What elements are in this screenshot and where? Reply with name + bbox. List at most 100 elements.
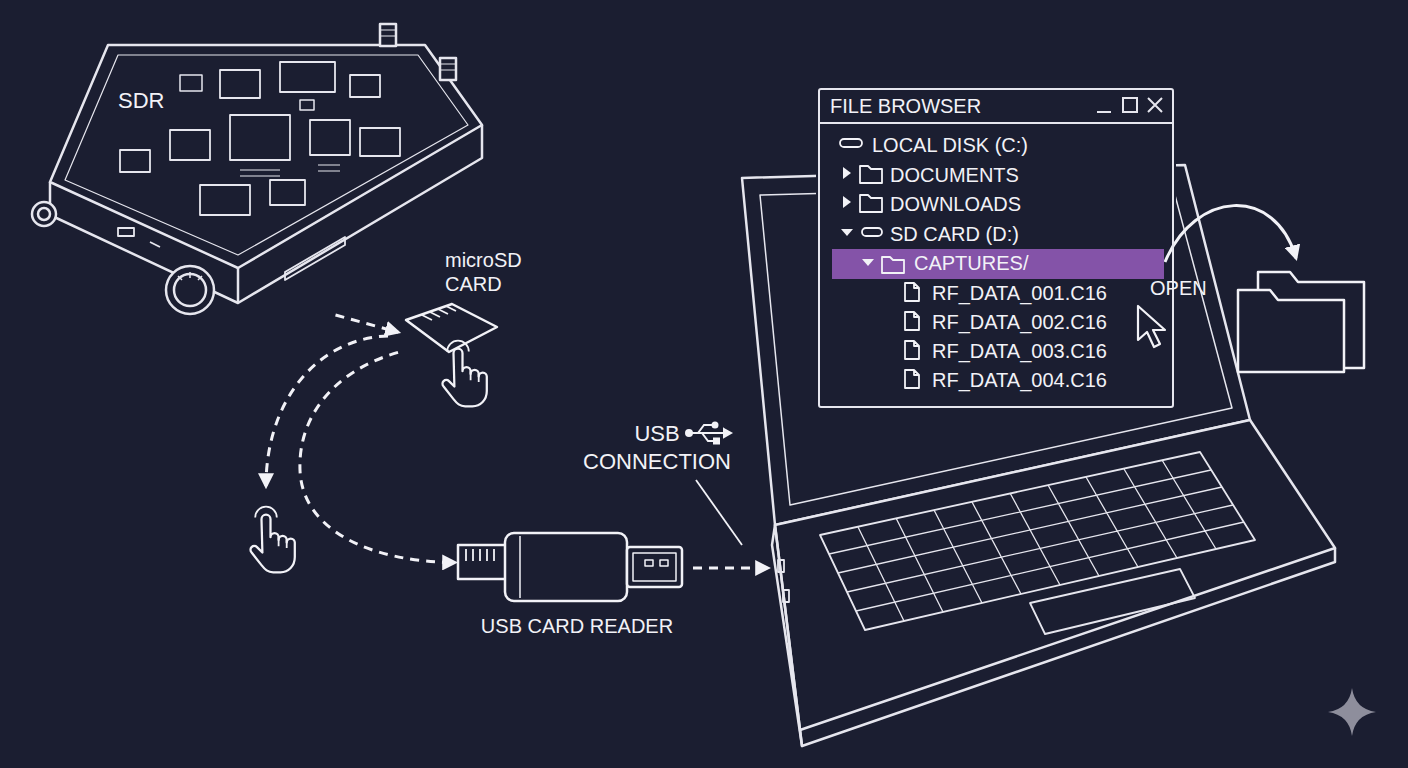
microsd-card: microSD CARD (398, 246, 555, 358)
card-reader-drawing (519, 536, 521, 598)
dashed-arrow (266, 336, 388, 486)
sdr-device-drawing (38, 208, 50, 220)
window-chrome (818, 122, 1174, 124)
sdr-device-drawing (120, 150, 150, 172)
laptop-drawing (772, 525, 802, 746)
usb-symbol (692, 432, 724, 434)
folder-icon (862, 259, 874, 266)
node-text: DOWNLOADS (890, 192, 1021, 216)
sdr-device-drawing (237, 268, 240, 303)
tree-icons (905, 341, 919, 359)
tree-icons (860, 195, 882, 212)
tree-icons (905, 312, 919, 330)
sdr-device-drawing (380, 24, 396, 46)
microsd-card-drawing (406, 304, 497, 352)
folder-icon (1238, 272, 1364, 372)
microsd-card-drawing (406, 304, 497, 352)
card-reader-drawing (505, 533, 627, 601)
dashed-arrow (693, 567, 768, 570)
mouse-cursor (1138, 306, 1165, 347)
selected-folder-band: CAPTURES/ (832, 249, 1164, 279)
node-text: DOCUMENTS (890, 163, 1019, 187)
sdr-device-drawing (65, 55, 468, 255)
laptop-drawing (783, 590, 789, 602)
card-reader-drawing (660, 560, 668, 566)
open-arrow (1165, 206, 1296, 262)
tree-icons (843, 196, 851, 208)
node-text: CAPTURES/ (914, 251, 1028, 275)
sdr-device-drawing (440, 58, 456, 80)
laptop-drawing (820, 452, 1255, 630)
sdr-device-drawing (220, 70, 260, 98)
microsd-card-drawing (422, 306, 456, 320)
usb-symbol (724, 429, 731, 437)
laptop-drawing (800, 548, 1335, 746)
window-chrome (1148, 98, 1162, 112)
sdr-device-drawing (178, 272, 202, 280)
action-label: OPEN (1150, 276, 1207, 300)
dashed-connector (300, 352, 455, 562)
sdr-device-drawing (310, 120, 350, 155)
sdr-device-drawing (50, 45, 482, 268)
laptop-drawing (775, 420, 1335, 730)
sdr-device-drawing (150, 242, 160, 247)
usb-symbol (686, 430, 692, 436)
card-reader-drawing (627, 547, 682, 587)
node-text: RF_DATA_004.C16 (932, 368, 1107, 392)
sdr-device-drawing (285, 237, 345, 280)
sdr-device-drawing (240, 165, 340, 176)
node-text: RF_DATA_001.C16 (932, 281, 1107, 305)
dashed-connector (336, 315, 399, 332)
tree-icons (860, 166, 882, 183)
laptop-drawing (829, 460, 1244, 621)
tree-icons (840, 139, 862, 147)
sdr-device-drawing (440, 64, 456, 70)
folder-icon (882, 257, 904, 273)
sdr-device-drawing (270, 180, 305, 205)
sdr-device-drawing (230, 115, 290, 160)
usb-symbol (714, 439, 719, 444)
sdr-device-drawing (166, 266, 214, 314)
window-title: FILE BROWSER (830, 94, 981, 118)
sdr-device-drawing (32, 202, 56, 226)
node-text: RF_DATA_003.C16 (932, 339, 1107, 363)
sdr-device-drawing (50, 125, 482, 303)
node-text: microSD CARD (445, 248, 545, 296)
card-reader-drawing (645, 560, 653, 566)
tree-icons (862, 228, 882, 236)
sdr-device-drawing (360, 128, 400, 156)
pointing-hand (442, 341, 486, 407)
sdr-device: SDR (30, 30, 500, 315)
pointing-hand (442, 341, 486, 407)
laptop-drawing (742, 165, 1335, 746)
window-chrome (1097, 111, 1111, 113)
tree-icons (843, 167, 851, 179)
laptop-drawing (1030, 569, 1195, 634)
file-browser-window: FILE BROWSER LOCAL DISK (C:) DOCUMENTS DOWN… (818, 88, 1174, 408)
sdr-device-drawing (200, 185, 250, 215)
node-text: RF_DATA_002.C16 (932, 310, 1107, 334)
sdr-device-drawing (350, 75, 380, 97)
leader-line (696, 480, 742, 545)
laptop-drawing (778, 560, 784, 572)
tree-icons (905, 370, 919, 388)
node-text: USB CARD READER (455, 614, 699, 638)
callout-label: USB CONNECTION (577, 420, 737, 476)
usb-symbol (713, 423, 718, 428)
window-chrome (1123, 98, 1137, 112)
sdr-device-drawing (174, 274, 206, 306)
sdr-device-drawing (380, 30, 396, 36)
card-reader-drawing (458, 545, 510, 579)
node-text: LOCAL DISK (C:) (872, 133, 1028, 157)
sdr-device-drawing (32, 24, 482, 314)
usb-symbol (686, 423, 731, 444)
card-reader-drawing (458, 533, 682, 601)
card-reader-drawing (466, 549, 494, 561)
usb-symbol (698, 425, 712, 433)
sparkle-watermark (1328, 688, 1376, 736)
sdr-device-drawing (170, 130, 210, 160)
pointing-hand (250, 507, 294, 573)
node-text: SD CARD (D:) (890, 222, 1019, 246)
